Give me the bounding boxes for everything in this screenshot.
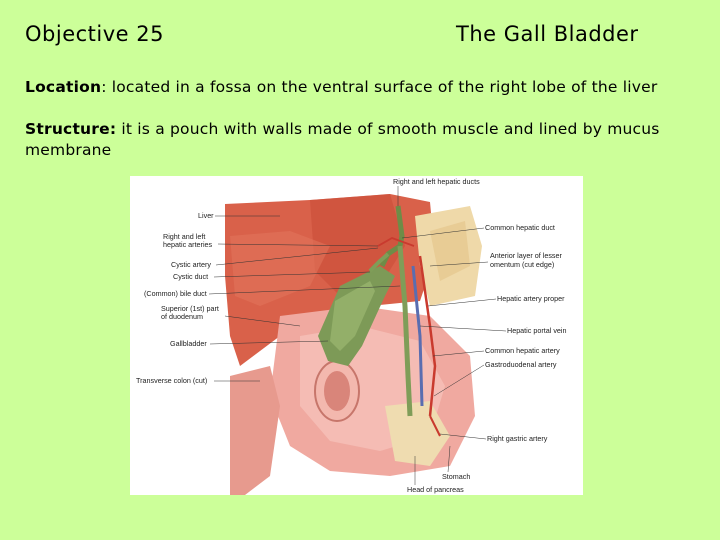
cystic-artery-line bbox=[377, 237, 415, 247]
label-gallbladder: Gallbladder bbox=[170, 339, 207, 348]
label-common-bile-duct: (Common) bile duct bbox=[144, 289, 207, 298]
structure-paragraph: Structure: it is a pouch with walls made… bbox=[25, 119, 705, 161]
leader-common-hepatic-duct bbox=[401, 227, 485, 239]
common-bile-duct bbox=[397, 245, 413, 417]
leader-common-bile-duct bbox=[208, 285, 401, 295]
label-gastroduodenal-artery: Gastroduodenal artery bbox=[485, 360, 557, 369]
liver-highlight bbox=[230, 231, 330, 306]
anatomy-drawing: Liver Right and left hepatic arteries Cy… bbox=[136, 177, 567, 495]
label-hepatic-artery-proper: Hepatic artery proper bbox=[497, 294, 565, 303]
colon-lumen bbox=[324, 371, 350, 411]
colon-left bbox=[230, 366, 280, 495]
label-transverse-colon: Transverse colon (cut) bbox=[136, 376, 207, 385]
location-paragraph: Location: located in a fossa on the vent… bbox=[25, 77, 705, 98]
leader-right-gastric-artery bbox=[439, 433, 487, 440]
label-common-hepatic-duct: Common hepatic duct bbox=[485, 223, 555, 232]
omentum-fat-shade bbox=[430, 221, 470, 281]
label-lesser-omentum-2: omentum (cut edge) bbox=[490, 260, 554, 269]
left-labels: Liver Right and left hepatic arteries Cy… bbox=[136, 211, 401, 385]
leader-common-hepatic-artery bbox=[432, 350, 485, 357]
gallbladder-highlight bbox=[330, 281, 375, 351]
leader-superior-duodenum bbox=[224, 315, 301, 327]
leader-stomach bbox=[447, 445, 451, 473]
label-hepatic-portal-vein: Hepatic portal vein bbox=[507, 326, 567, 335]
label-head-of-pancreas: Head of pancreas bbox=[407, 485, 464, 494]
label-superior-duodenum-1: Superior (1st) part bbox=[161, 304, 219, 313]
label-rl-hepatic-arteries-1: Right and left bbox=[163, 232, 205, 241]
portal-vein bbox=[411, 265, 424, 407]
structure-text: it is a pouch with walls made of smooth … bbox=[25, 120, 660, 159]
gastroduodenal-artery-line bbox=[429, 415, 441, 437]
location-text: : located in a fossa on the ventral surf… bbox=[101, 78, 658, 96]
label-liver: Liver bbox=[198, 211, 214, 220]
leader-rl-hepatic-arteries bbox=[217, 243, 379, 247]
pancreas-shape bbox=[385, 401, 450, 466]
label-cystic-duct: Cystic duct bbox=[173, 272, 208, 281]
leader-hepatic-portal-vein bbox=[419, 325, 507, 332]
leader-lesser-omentum bbox=[429, 261, 489, 267]
label-common-hepatic-artery: Common hepatic artery bbox=[485, 346, 560, 355]
right-labels: Right and left hepatic ducts Common hepa… bbox=[393, 177, 567, 494]
leader-cystic-artery bbox=[215, 247, 379, 266]
hepatic-artery bbox=[418, 255, 437, 417]
label-superior-duodenum-2: of duodenum bbox=[161, 312, 203, 321]
leader-cystic-duct bbox=[213, 271, 371, 278]
leader-hepatic-artery-proper bbox=[427, 298, 497, 307]
gallbladder-anatomy-illustration: Liver Right and left hepatic arteries Cy… bbox=[130, 176, 583, 495]
label-stomach: Stomach bbox=[442, 472, 470, 481]
cystic-duct bbox=[368, 252, 390, 273]
structure-label: Structure: bbox=[25, 120, 117, 138]
label-rl-hepatic-ducts: Right and left hepatic ducts bbox=[393, 177, 480, 186]
location-label: Location bbox=[25, 78, 102, 96]
label-rl-hepatic-arteries-2: hepatic arteries bbox=[163, 240, 213, 249]
leader-gallbladder bbox=[209, 340, 329, 345]
label-lesser-omentum-1: Anterior layer of lesser bbox=[490, 251, 563, 260]
label-cystic-artery: Cystic artery bbox=[171, 260, 211, 269]
leader-gastroduodenal-artery bbox=[433, 364, 485, 397]
topic-heading: The Gall Bladder bbox=[456, 22, 639, 46]
label-right-gastric-artery: Right gastric artery bbox=[487, 434, 548, 443]
objective-heading: Objective 25 bbox=[25, 22, 164, 46]
